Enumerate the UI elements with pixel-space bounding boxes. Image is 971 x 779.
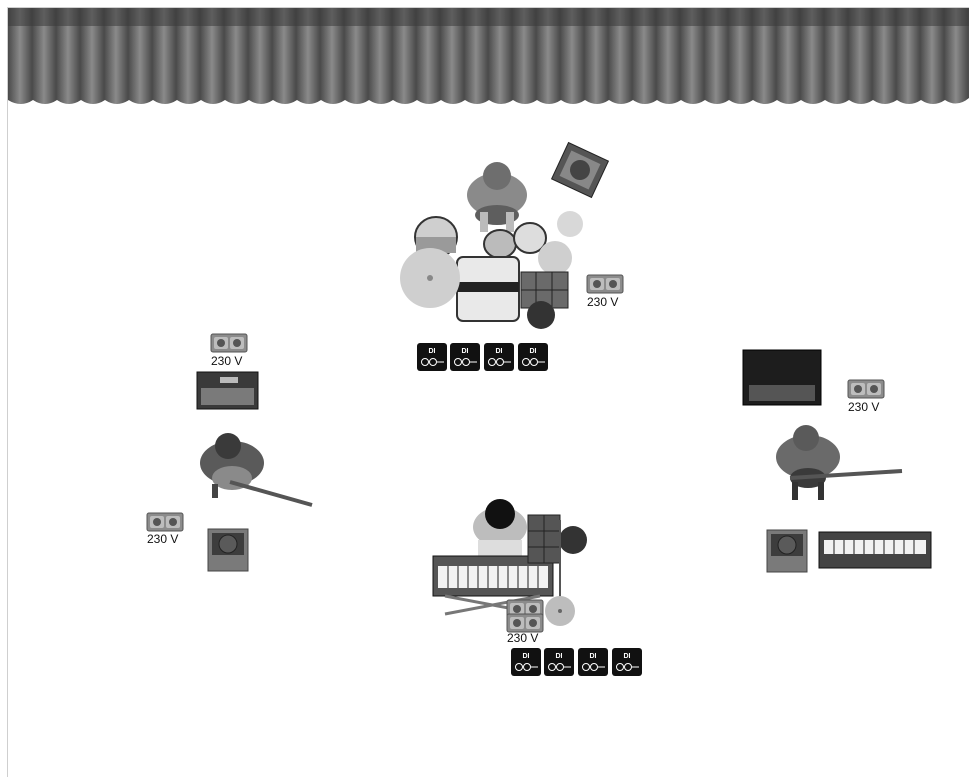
power-label-guitar-left-floor: 230 V (147, 532, 178, 546)
power-outlet-icon (587, 275, 623, 293)
power-label-guitar-left-amp: 230 V (211, 354, 242, 368)
keyboardist-icon (473, 499, 527, 556)
power-label-drums: 230 V (587, 295, 618, 309)
di-box-icon (511, 648, 642, 676)
drum-kit-icon (400, 143, 608, 329)
guitarist-icon (200, 433, 312, 505)
power-outlet-icon (147, 513, 183, 531)
amplifier-icon (743, 350, 821, 405)
keyboard-icon (819, 532, 931, 568)
power-label-keyboard: 230 V (507, 631, 538, 645)
drummer-icon (467, 162, 527, 232)
power-label-guitar-right: 230 V (848, 400, 879, 414)
amplifier-icon (197, 372, 258, 409)
di-box-icon (417, 343, 548, 371)
monitor-wedge-icon (208, 529, 248, 571)
power-outlet-icon (848, 380, 884, 398)
guitarist-icon (776, 425, 902, 500)
power-outlet-icon (507, 600, 543, 632)
power-outlet-icon (211, 334, 247, 352)
monitor-wedge-icon (767, 530, 807, 572)
cymbal-icon (545, 596, 575, 626)
